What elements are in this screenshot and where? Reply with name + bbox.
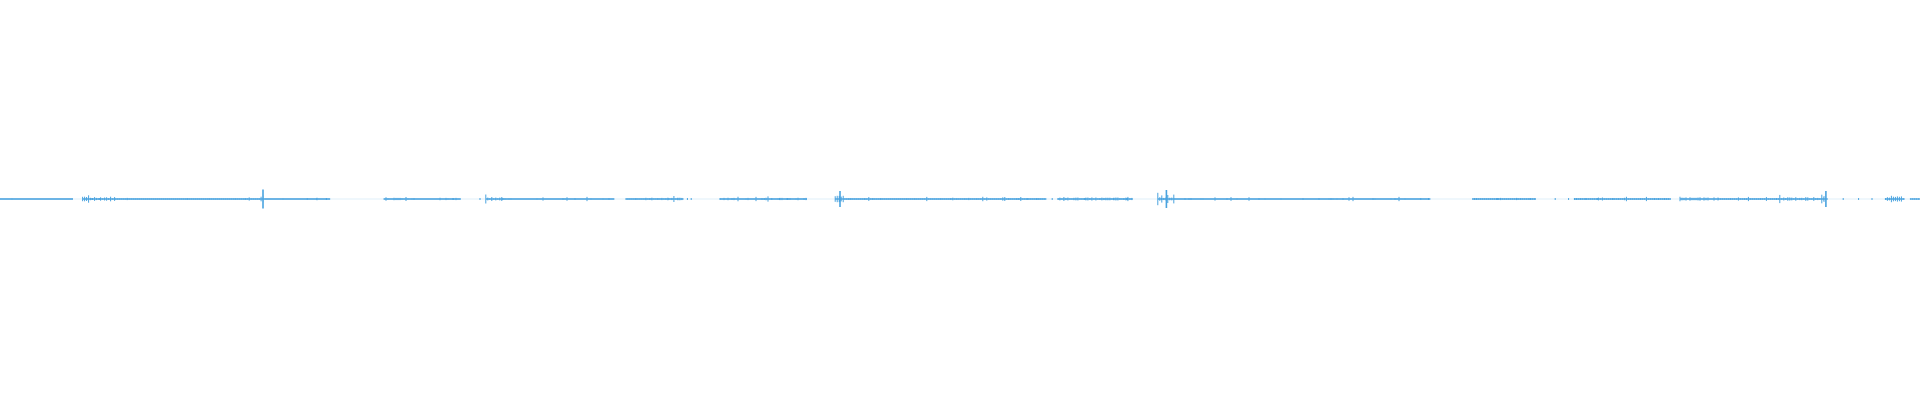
waveform-peaks — [0, 189, 1920, 209]
